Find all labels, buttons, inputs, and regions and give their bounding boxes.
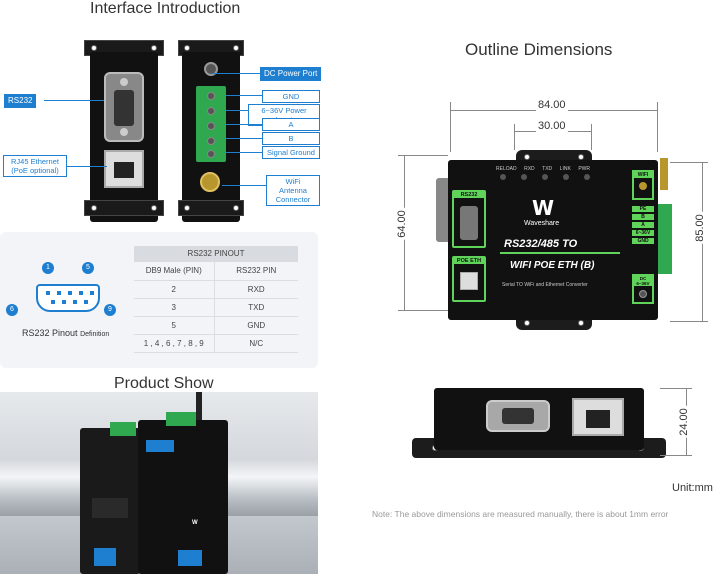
db9-port — [460, 206, 478, 240]
waveshare-logo-icon: W — [532, 196, 555, 220]
model-line-2: WIFI POE ETH (B) — [510, 260, 595, 271]
outline-terminal-block — [658, 204, 672, 274]
wifi-antenna-icon — [639, 182, 647, 190]
interface-title: Interface Introduction — [90, 0, 241, 17]
device-front-view — [84, 32, 164, 222]
pin-number-6: 6 — [6, 304, 18, 316]
terminal-labels: PE B A 6~36V GND — [632, 206, 654, 244]
pinout-table-title: RS232 PINOUT — [134, 246, 298, 262]
wifi-frame: WIFI — [632, 170, 654, 200]
callout-a: A — [262, 118, 320, 131]
callout-wifi-antenna: WiFi Antenna Connector — [266, 175, 320, 206]
device-back-view — [178, 32, 244, 222]
rs232-port-frame: RS232 — [452, 190, 486, 248]
dim-width-outer: 84.00 — [536, 99, 568, 111]
callout-rs232: RS232 — [4, 94, 37, 108]
brand-name: Waveshare — [524, 220, 560, 227]
led-labels: RELOAD RXD TXD LINK PWR — [496, 166, 590, 172]
mount-bracket-bottom — [84, 200, 164, 216]
dc-jack-icon — [639, 290, 647, 298]
poe-port-frame: POE ETH — [452, 256, 486, 302]
callout-gnd: GND — [262, 90, 320, 103]
product-photo: W — [0, 392, 318, 574]
led-icon — [500, 174, 506, 180]
callout-signal-ground: Signal Ground — [262, 146, 320, 159]
callout-rj45: RJ45 Ethernet (PoE optional) — [3, 155, 67, 177]
dim-depth: 24.00 — [677, 406, 690, 438]
outline-title: Outline Dimensions — [465, 40, 613, 59]
led-row — [500, 174, 590, 180]
outline-device-body: RELOAD RXD TXD LINK PWR RS232 POE ETH W … — [448, 160, 658, 320]
db9-connector — [104, 72, 144, 142]
rj45-port — [104, 150, 144, 188]
model-line-1: RS232/485 TO — [504, 238, 578, 250]
led-icon — [521, 174, 527, 180]
terminal-block — [196, 86, 226, 162]
dim-width-inner: 30.00 — [536, 120, 568, 132]
pinout-panel: 1 5 6 9 RS232 Pinout Definition RS232 PI… — [0, 232, 318, 368]
dim-height-right: 85.00 — [693, 212, 706, 244]
product-device-back — [80, 422, 140, 574]
table-header-row: DB9 Male (PIN) RS232 PIN — [134, 262, 298, 280]
table-row: 1 , 4 , 6 , 7 , 8 , 9 N/C — [134, 333, 298, 353]
outline-device-top-view: RELOAD RXD TXD LINK PWR RS232 POE ETH W … — [436, 150, 672, 330]
table-row: 5 GND — [134, 315, 298, 334]
product-device-front: W — [138, 392, 228, 574]
device-subtitle: Serial TO WiFi and Ethernet Converter — [502, 282, 588, 288]
table-row: 3 TXD — [134, 297, 298, 316]
rj45-icon — [460, 272, 478, 290]
unit-label: Unit:mm — [672, 482, 713, 494]
callout-b: B — [262, 132, 320, 145]
antenna — [660, 158, 668, 190]
dc-frame: DC 6~36V — [632, 274, 654, 304]
antenna-connector — [200, 172, 220, 192]
table-row: 2 RXD — [134, 279, 298, 298]
side-rj45-port — [572, 398, 624, 436]
pinout-label: RS232 Pinout Definition — [22, 328, 110, 338]
callout-dc-power: DC Power Port — [260, 67, 322, 81]
product-show-title: Product Show — [114, 375, 214, 392]
pinout-table: DB9 Male (PIN) RS232 PIN 2 RXD 3 TXD 5 G… — [134, 262, 298, 353]
measurement-note: Note: The above dimensions are measured … — [372, 509, 669, 519]
dim-height-left: 64.00 — [395, 208, 408, 240]
led-icon — [584, 174, 590, 180]
dc-jack — [204, 62, 218, 76]
pin-number-9: 9 — [104, 304, 116, 316]
pin-number-1: 1 — [42, 262, 54, 274]
pin-number-5: 5 — [82, 262, 94, 274]
side-db9-connector — [486, 400, 550, 432]
outline-device-side-view — [412, 388, 666, 468]
led-icon — [563, 174, 569, 180]
led-icon — [542, 174, 548, 180]
db9-pinout-diagram — [36, 284, 100, 312]
